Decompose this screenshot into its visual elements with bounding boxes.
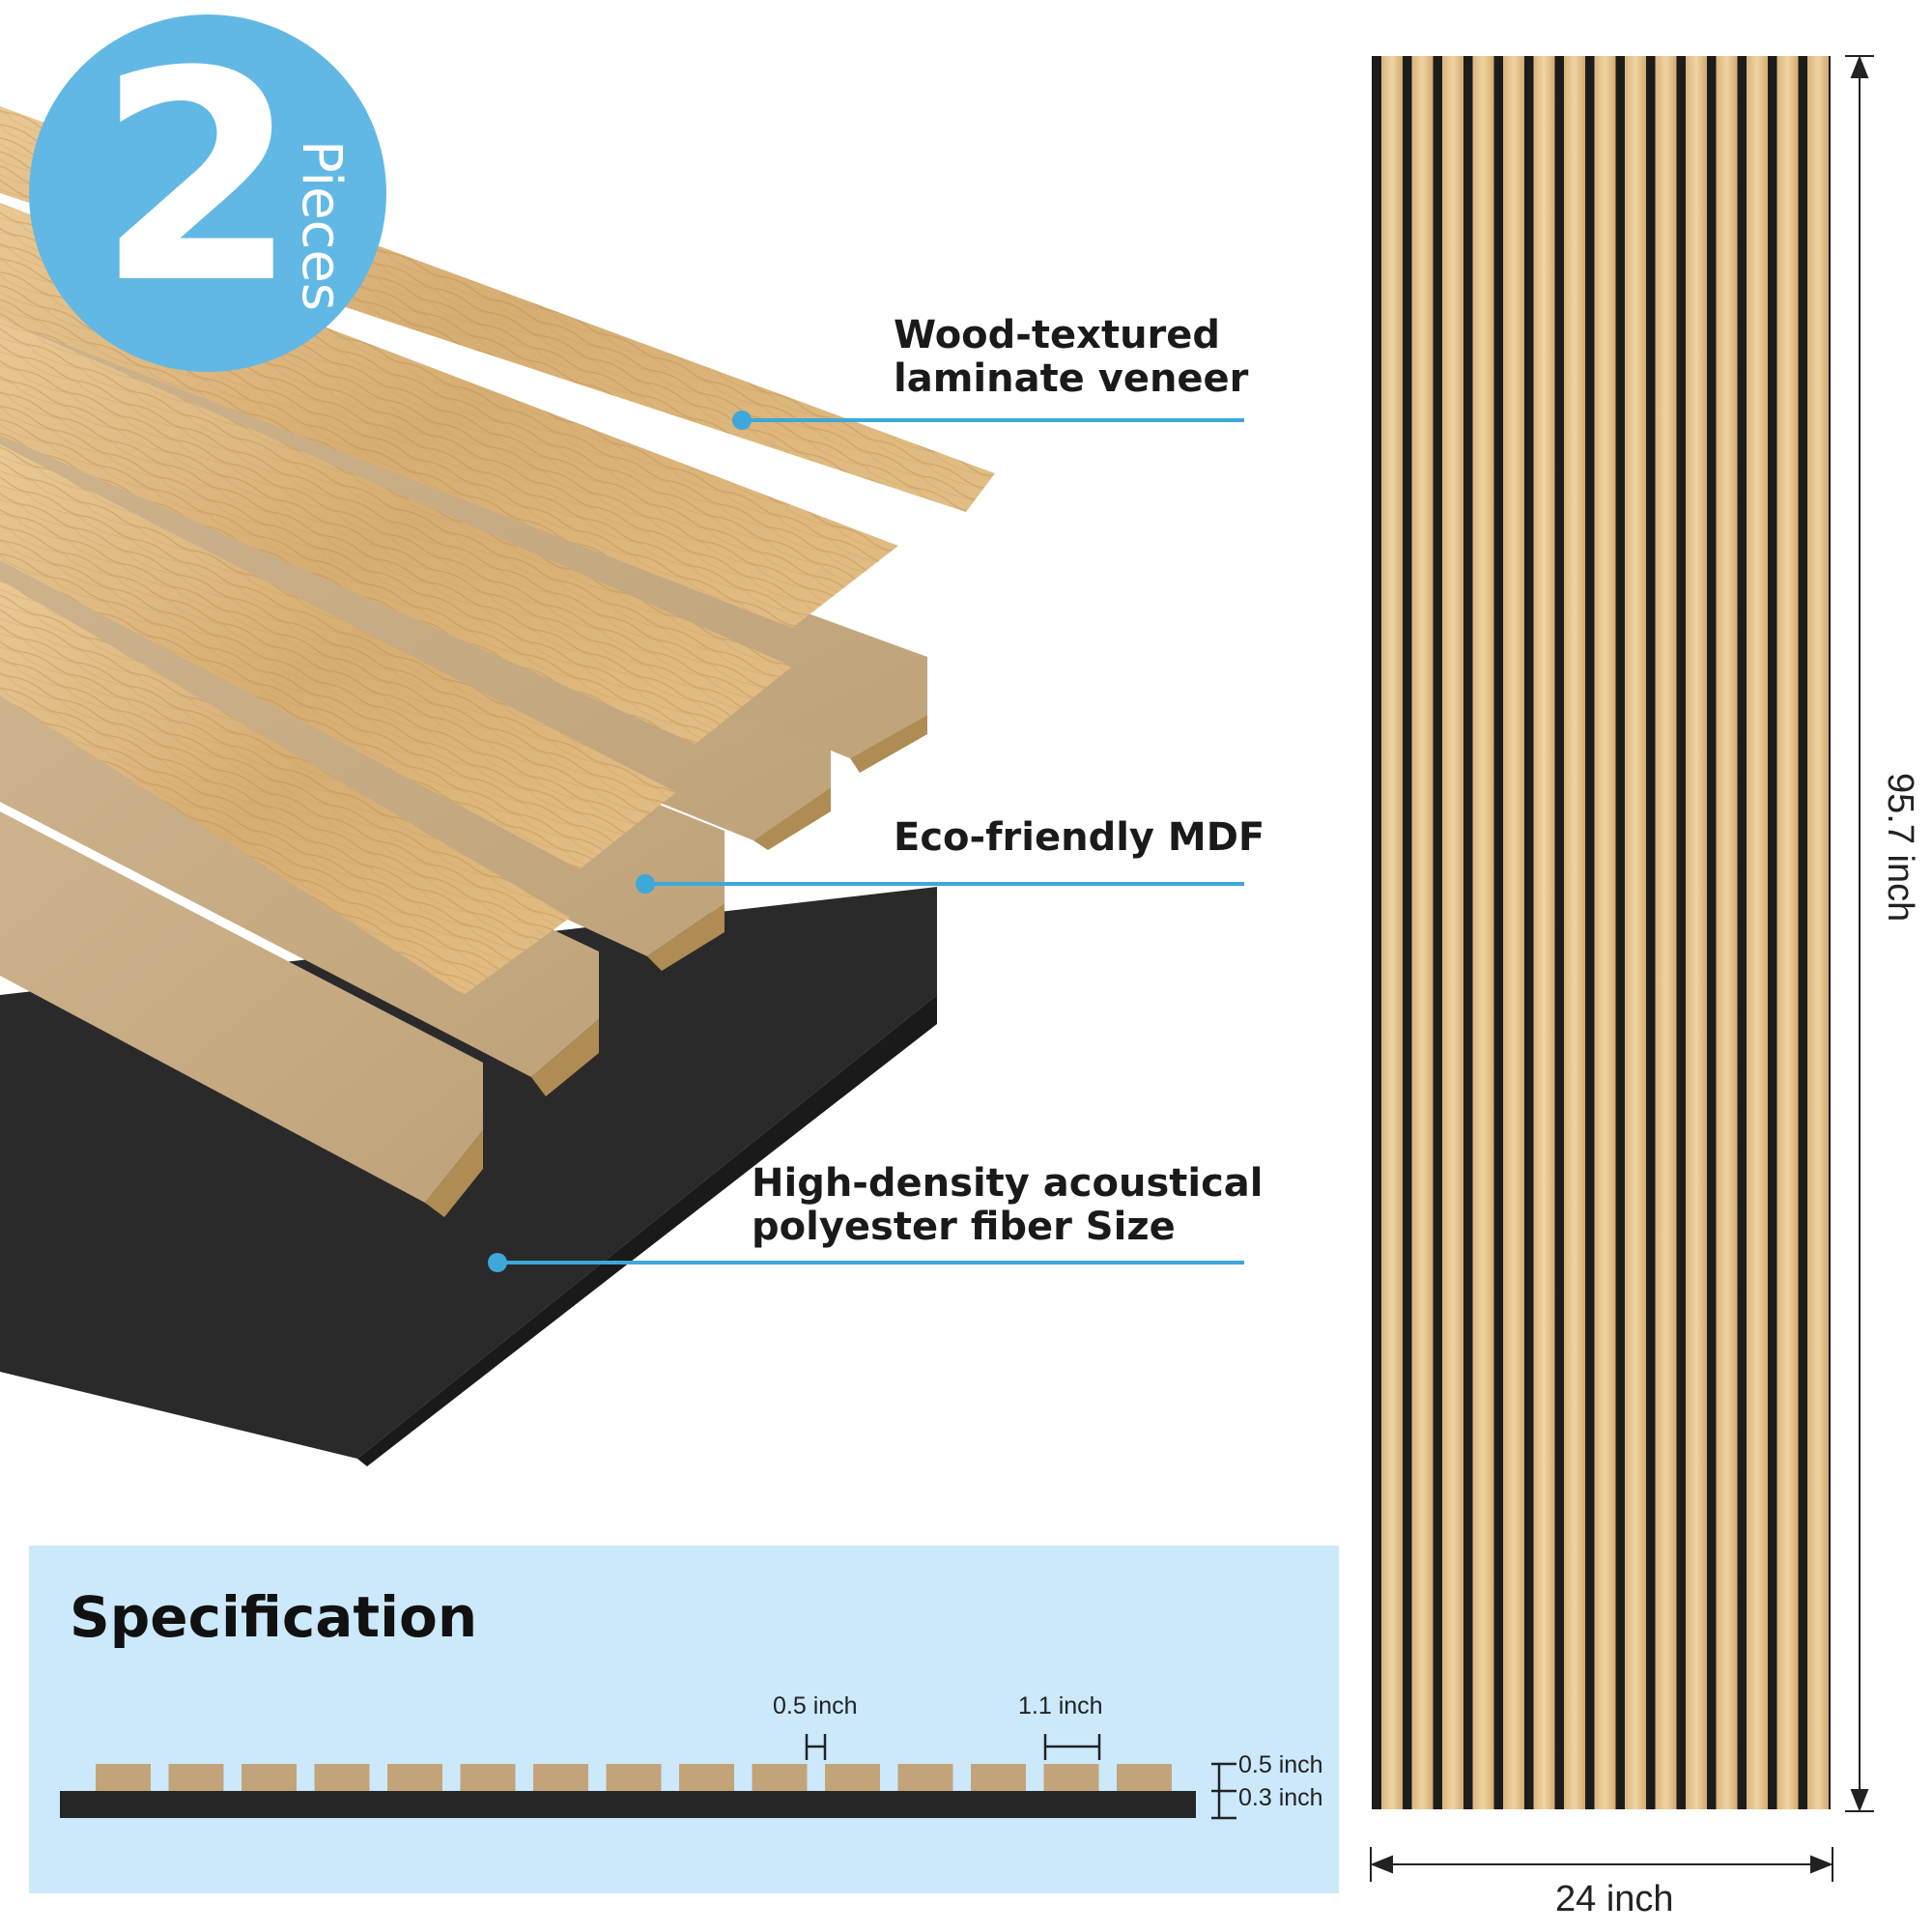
panel-slat xyxy=(1411,56,1434,1809)
panel-slat xyxy=(1716,56,1738,1809)
callout-fiber-line xyxy=(497,1261,1244,1264)
section-slat xyxy=(971,1764,1026,1791)
callout-fiber-line1: High-density acoustical xyxy=(752,1161,1264,1206)
panel-slat xyxy=(1442,56,1463,1809)
callout-fiber: High-density acoustical polyester fiber … xyxy=(752,1162,1264,1249)
callout-veneer-line1: Wood-textured xyxy=(894,313,1221,357)
height-dimension xyxy=(1845,55,1874,1812)
section-slat xyxy=(825,1764,880,1791)
full-panel xyxy=(1372,56,1831,1809)
panel-slat xyxy=(1807,56,1829,1809)
badge-count: 2 xyxy=(97,10,298,347)
badge-unit: Pieces xyxy=(290,140,353,311)
panel-slat xyxy=(1747,56,1768,1809)
section-slat xyxy=(1117,1764,1172,1791)
panel-slat xyxy=(1472,56,1494,1809)
width-label: 24 inch xyxy=(1555,1879,1674,1919)
pieces-badge: 2 Pieces xyxy=(29,14,386,372)
panel-slat xyxy=(1594,56,1616,1809)
section-slat xyxy=(606,1764,662,1791)
cross-section-diagram xyxy=(60,1734,1236,1820)
callout-mdf-line1: Eco-friendly MDF xyxy=(894,815,1265,860)
section-slat xyxy=(314,1764,370,1791)
section-slat xyxy=(533,1764,588,1791)
specification-box: Specification 0.5 inch 1.1 inch 0.5 inch… xyxy=(29,1546,1339,1893)
callout-veneer-line xyxy=(742,418,1244,422)
panel-slat xyxy=(1776,56,1799,1809)
panel-slat xyxy=(1564,56,1585,1809)
panel-slat xyxy=(1533,56,1555,1809)
section-slat xyxy=(679,1764,734,1791)
panel-slat xyxy=(1655,56,1677,1809)
callout-veneer-line2: laminate veneer xyxy=(894,355,1249,401)
slat-thickness-label: 0.5 inch xyxy=(1238,1751,1323,1778)
section-slat xyxy=(168,1764,224,1791)
section-slat xyxy=(387,1764,442,1791)
panel-slat xyxy=(1381,56,1403,1809)
width-dimension xyxy=(1370,1847,1833,1882)
specification-title: Specification xyxy=(70,1584,478,1650)
height-label: 95.7 inch xyxy=(1880,773,1920,923)
panel-slat xyxy=(1503,56,1524,1809)
section-slat xyxy=(96,1764,151,1791)
gap-width-label: 1.1 inch xyxy=(1018,1692,1103,1719)
callout-mdf: Eco-friendly MDF xyxy=(894,816,1264,860)
section-slat xyxy=(460,1764,516,1791)
section-slat xyxy=(897,1764,953,1791)
felt-thickness-label: 0.3 inch xyxy=(1238,1784,1323,1811)
slat-width-label: 0.5 inch xyxy=(773,1692,858,1719)
callout-fiber-line2: polyester fiber Size xyxy=(752,1204,1176,1249)
section-slat xyxy=(752,1764,808,1791)
callout-veneer: Wood-textured laminate veneer xyxy=(894,314,1248,401)
panel-slat xyxy=(1686,56,1707,1809)
section-slat xyxy=(1043,1764,1099,1791)
section-slat xyxy=(242,1764,297,1791)
panel-slat xyxy=(1625,56,1646,1809)
callout-mdf-line xyxy=(645,882,1244,886)
